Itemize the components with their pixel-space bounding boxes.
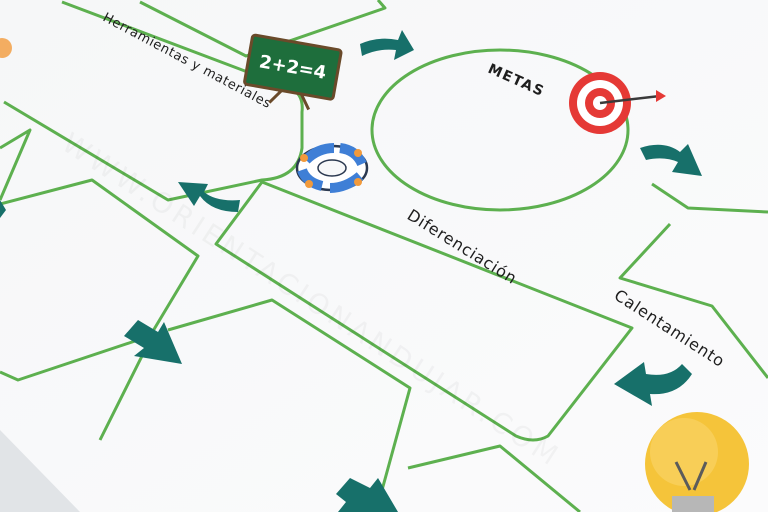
top-strip-outline [139, 0, 387, 58]
curved-arrow-icon [178, 182, 240, 212]
table-surface [0, 430, 80, 512]
down-arrow-icon [336, 478, 398, 512]
curved-arrows [178, 30, 702, 406]
left-hexagon-outline [0, 178, 200, 382]
target-icon [569, 72, 666, 134]
down-arrows [0, 200, 398, 512]
left-edge-outline [0, 128, 32, 201]
chalkboard-icon: 2+2=4 [243, 33, 343, 111]
differentiation-box-outline [214, 180, 634, 442]
partial-icon [0, 38, 12, 58]
goals-circle-outline [370, 48, 630, 212]
lightbulb-icon [645, 412, 749, 512]
lifebuoy-icon [295, 143, 369, 193]
curved-arrow-icon [640, 144, 702, 176]
down-arrow-icon [0, 200, 6, 218]
down-arrow-icon [124, 320, 182, 364]
warmup-star-outline [618, 182, 768, 379]
bottom-right-outline [407, 444, 581, 512]
curved-arrow-icon [614, 362, 692, 406]
curved-arrow-icon [360, 30, 414, 60]
